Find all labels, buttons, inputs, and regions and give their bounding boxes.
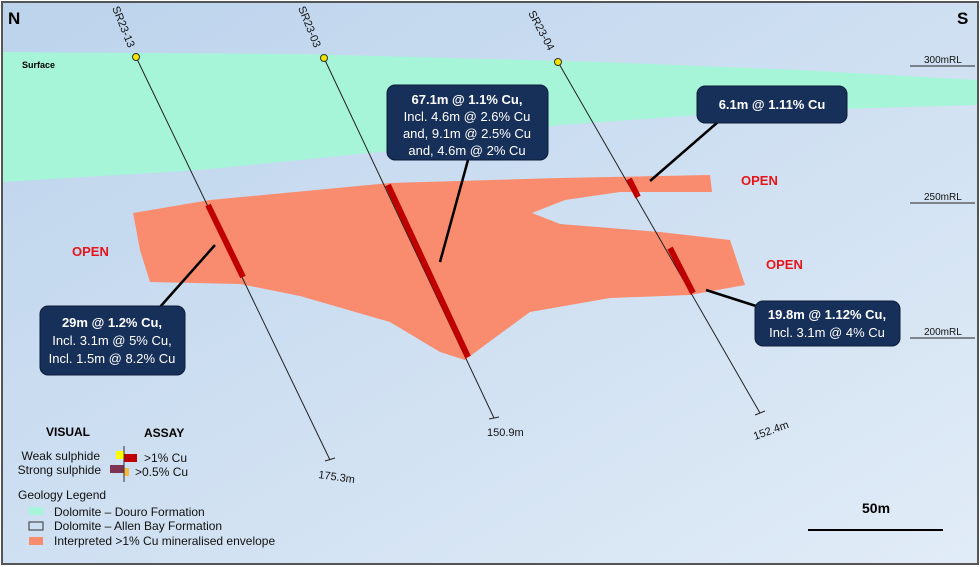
strong-sulphide-swatch	[110, 465, 124, 473]
svg-text:67.1m @ 1.1% Cu,: 67.1m @ 1.1% Cu,	[412, 92, 523, 107]
svg-text:Dolomite – Allen Bay Formation: Dolomite – Allen Bay Formation	[54, 519, 222, 533]
svg-text:and, 9.1m @ 2.5% Cu: and, 9.1m @ 2.5% Cu	[403, 126, 531, 141]
collar-icon	[132, 53, 140, 61]
svg-text:200mRL: 200mRL	[924, 327, 962, 338]
svg-text:Incl. 4.6m @ 2.6% Cu: Incl. 4.6m @ 2.6% Cu	[404, 109, 531, 124]
mineralised-envelope	[133, 175, 745, 360]
svg-text:Incl. 3.1m @ 5% Cu,: Incl. 3.1m @ 5% Cu,	[52, 333, 171, 348]
svg-text:Interpreted >1% Cu mineralised: Interpreted >1% Cu mineralised envelope	[54, 534, 275, 548]
assay-1pct-swatch	[124, 454, 137, 462]
callout-sr23-13: 29m @ 1.2% Cu, Incl. 3.1m @ 5% Cu, Incl.…	[39, 305, 186, 376]
svg-text:19.8m @ 1.12% Cu,: 19.8m @ 1.12% Cu,	[768, 307, 886, 322]
scale-bar: 50m	[808, 500, 943, 531]
surface-label: Surface	[22, 60, 55, 70]
assay-05pct-swatch	[124, 468, 129, 476]
svg-text:and, 4.6m @ 2% Cu: and, 4.6m @ 2% Cu	[408, 143, 525, 158]
open-label: OPEN	[741, 173, 778, 188]
callout-sr23-04-upper: 6.1m @ 1.11% Cu	[696, 85, 848, 124]
callout-sr23-03: 67.1m @ 1.1% Cu, Incl. 4.6m @ 2.6% Cu an…	[386, 84, 549, 161]
hole-depth: 150.9m	[487, 427, 524, 439]
svg-text:Strong sulphide: Strong sulphide	[18, 463, 102, 477]
svg-text:Dolomite – Douro Formation: Dolomite – Douro Formation	[54, 505, 205, 519]
svg-text:250mRL: 250mRL	[924, 192, 962, 203]
intercept	[667, 246, 696, 295]
intercept	[205, 203, 246, 279]
svg-text:300mRL: 300mRL	[924, 55, 962, 66]
south-label: S	[957, 9, 968, 28]
svg-text:Incl. 1.5m @ 8.2% Cu: Incl. 1.5m @ 8.2% Cu	[49, 351, 176, 366]
svg-text:6.1m @ 1.11% Cu: 6.1m @ 1.11% Cu	[719, 97, 826, 112]
open-label: OPEN	[766, 257, 803, 272]
legend: VISUAL ASSAY Weak sulphide Strong sulphi…	[18, 425, 276, 548]
open-label: OPEN	[72, 244, 109, 259]
svg-text:ASSAY: ASSAY	[144, 426, 184, 440]
hole-depth: 175.3m	[318, 469, 356, 486]
svg-text:>0.5% Cu: >0.5% Cu	[135, 465, 188, 479]
svg-text:Geology Legend: Geology Legend	[18, 488, 106, 502]
svg-text:29m @ 1.2% Cu,: 29m @ 1.2% Cu,	[62, 315, 162, 330]
svg-text:>1% Cu: >1% Cu	[144, 451, 187, 465]
collar-icon	[320, 54, 328, 62]
drill-hole-sr23-03[interactable]: SR23-03 150.9m	[295, 5, 523, 439]
collar-icon	[554, 58, 562, 66]
svg-text:VISUAL: VISUAL	[46, 425, 90, 439]
weak-sulphide-swatch	[116, 451, 124, 459]
svg-text:50m: 50m	[862, 500, 890, 516]
svg-text:Incl. 3.1m @ 4% Cu: Incl. 3.1m @ 4% Cu	[769, 325, 885, 340]
north-label: N	[8, 9, 20, 28]
svg-text:Weak sulphide: Weak sulphide	[22, 449, 101, 463]
elevation-scale: 300mRL 250mRL 200mRL	[910, 55, 975, 339]
callout-sr23-04-lower: 19.8m @ 1.12% Cu, Incl. 3.1m @ 4% Cu	[754, 300, 901, 347]
intercept	[385, 183, 471, 359]
intercept	[626, 177, 641, 199]
